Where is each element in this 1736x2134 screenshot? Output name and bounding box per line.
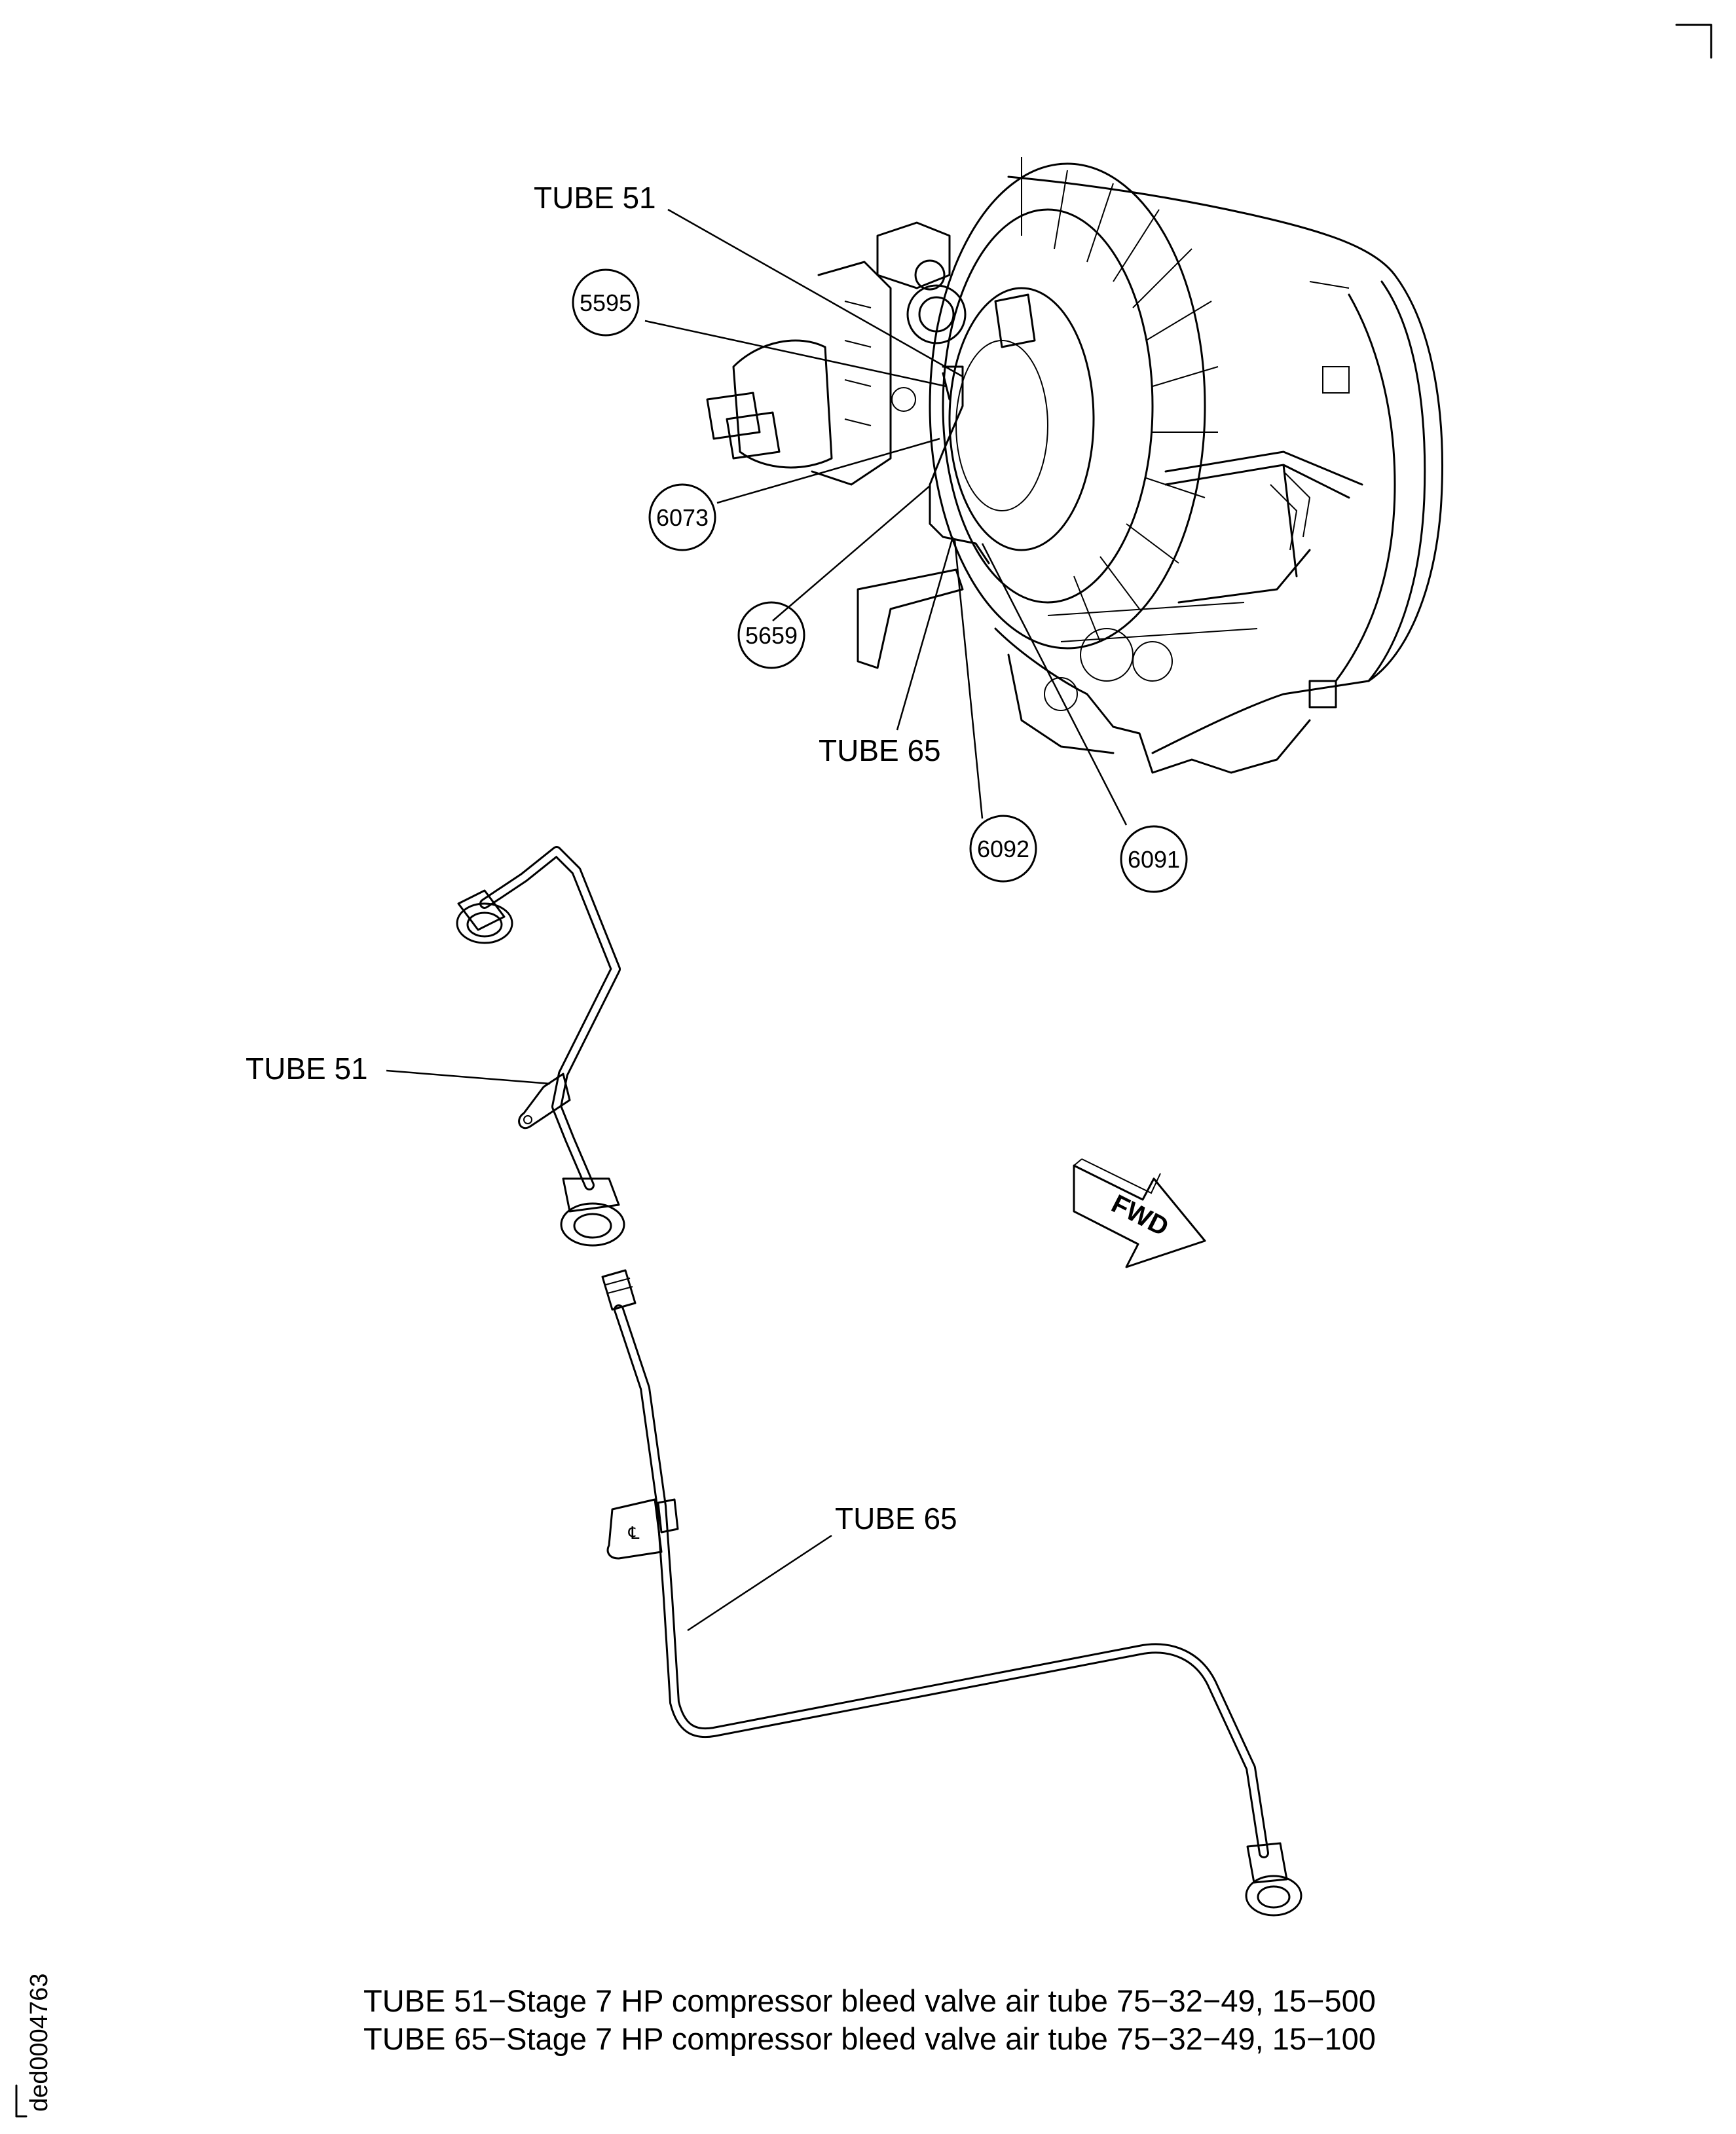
tube51-detail: TUBE 51 [246, 846, 625, 1247]
callout-6091: 6091 [1120, 825, 1188, 893]
document-id-text: ded0004763 [26, 1974, 53, 2112]
callout-5595: 5595 [572, 268, 640, 337]
caption: TUBE 51−Stage 7 HP compressor bleed valv… [363, 1983, 1376, 2056]
callout-6092-text: 6092 [977, 836, 1029, 862]
callout-5659-text: 5659 [745, 622, 798, 649]
centerline-symbol: ℄ [628, 1524, 640, 1543]
caption-line-1: TUBE 51−Stage 7 HP compressor bleed valv… [363, 1983, 1376, 2018]
top-view-callouts: TUBE 51 5595 6073 5659 TUBE 65 6092 6091 [534, 181, 1188, 893]
document-id: ded0004763 [15, 1974, 53, 2118]
label-tube65-top: TUBE 65 [819, 733, 941, 767]
fwd-direction-arrow: FWD [1073, 1158, 1206, 1268]
caption-line-2: TUBE 65−Stage 7 HP compressor bleed valv… [363, 2021, 1376, 2056]
callout-6073-text: 6073 [656, 504, 709, 531]
label-tube51-top: TUBE 51 [534, 181, 656, 215]
callout-5659: 5659 [737, 601, 805, 669]
tube65-detail: ℄ TUBE 65 [601, 1269, 1302, 1917]
callout-6092: 6092 [969, 815, 1037, 883]
engine-illustration [706, 157, 1443, 774]
callout-6073: 6073 [648, 483, 716, 551]
label-tube65-detail: TUBE 65 [835, 1501, 957, 1536]
corner-crop-mark [1675, 24, 1712, 59]
callout-5595-text: 5595 [580, 289, 632, 316]
callout-6091-text: 6091 [1128, 846, 1180, 873]
label-tube51-detail: TUBE 51 [246, 1052, 368, 1086]
